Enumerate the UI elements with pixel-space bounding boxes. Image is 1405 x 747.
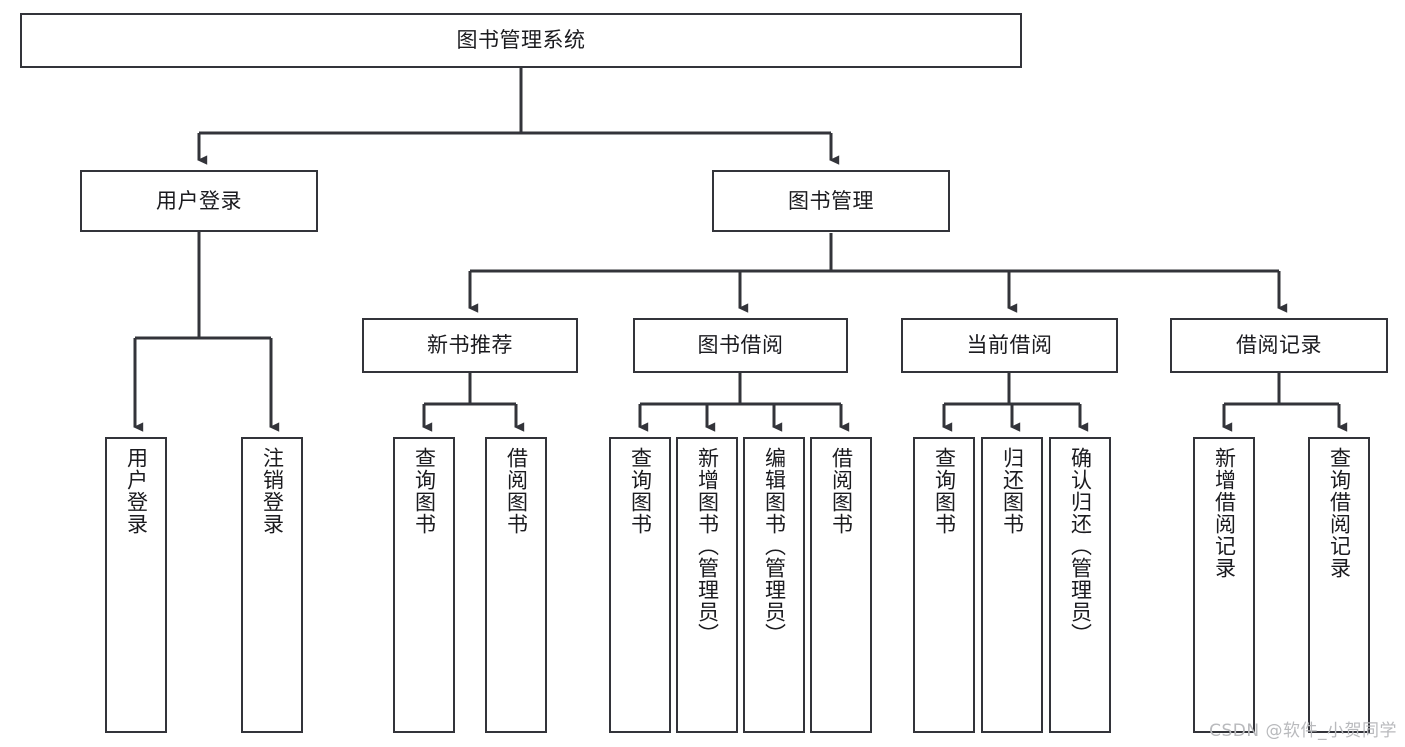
leaf-user-login-login[interactable]: 用户登录 [105,437,167,733]
leaf-new-book-query-book[interactable]: 查询图书 [393,437,455,733]
node-label: 归还图书 [1000,447,1025,535]
leaf-current-borrow-confirm-return-admin[interactable]: 确认归还（管理员） [1049,437,1111,733]
node-label: 查询图书 [412,447,437,535]
leaf-book-borrow-query-book[interactable]: 查询图书 [609,437,671,733]
leaf-new-book-borrow-book[interactable]: 借阅图书 [485,437,547,733]
node-label: 用户登录 [124,447,149,535]
leaf-borrow-record-add-record[interactable]: 新增借阅记录 [1193,437,1255,733]
node-label: 借阅记录 [1236,333,1322,358]
node-label: 新增借阅记录 [1212,447,1237,579]
node-label: 确认归还（管理员） [1068,447,1093,645]
leaf-user-login-logout[interactable]: 注销登录 [241,437,303,733]
node-label: 新书推荐 [427,333,513,358]
leaf-book-borrow-borrow-book[interactable]: 借阅图书 [810,437,872,733]
node-book-management[interactable]: 图书管理 [712,170,950,232]
node-label: 图书管理系统 [456,28,586,53]
node-label: 查询图书 [932,447,957,535]
node-label: 借阅图书 [504,447,529,535]
node-label: 编辑图书（管理员） [762,447,787,645]
leaf-borrow-record-query-record[interactable]: 查询借阅记录 [1308,437,1370,733]
leaf-book-borrow-edit-book-admin[interactable]: 编辑图书（管理员） [743,437,805,733]
node-root-book-management-system[interactable]: 图书管理系统 [20,13,1022,68]
leaf-book-borrow-add-book-admin[interactable]: 新增图书（管理员） [676,437,738,733]
node-label: 查询图书 [628,447,653,535]
node-new-book-recommend[interactable]: 新书推荐 [362,318,578,373]
leaf-current-borrow-query-book[interactable]: 查询图书 [913,437,975,733]
node-label: 注销登录 [260,447,285,535]
node-borrow-record[interactable]: 借阅记录 [1170,318,1388,373]
node-current-borrow[interactable]: 当前借阅 [901,318,1118,373]
node-label: 借阅图书 [829,447,854,535]
node-label: 用户登录 [156,188,242,213]
node-user-login[interactable]: 用户登录 [80,170,318,232]
node-label: 图书借阅 [697,333,784,358]
node-label: 图书管理 [788,188,874,213]
node-book-borrow[interactable]: 图书借阅 [633,318,848,373]
leaf-current-borrow-return-book[interactable]: 归还图书 [981,437,1043,733]
node-label: 新增图书（管理员） [695,447,720,645]
node-label: 查询借阅记录 [1327,447,1352,579]
csdn-watermark: CSDN @软件_小贺同学 [1209,721,1397,741]
node-label: 当前借阅 [966,333,1053,358]
